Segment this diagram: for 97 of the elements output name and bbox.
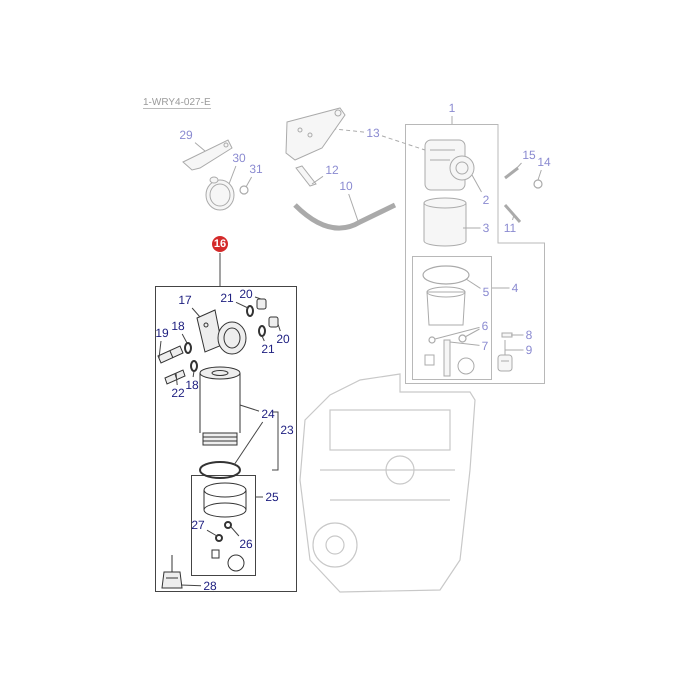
callout-number: 16 (212, 236, 228, 252)
bolt-drawing (294, 164, 318, 188)
ring-drawing (199, 461, 241, 479)
ring-drawing (190, 360, 198, 372)
leader-line (206, 530, 218, 536)
ring-drawing (246, 305, 254, 317)
group-frame (412, 256, 492, 380)
callout-number: 20 (238, 287, 254, 301)
callout-number: 17 (177, 293, 193, 307)
leader-line (192, 370, 194, 378)
callout-number: 12 (324, 163, 340, 177)
ring-drawing (428, 336, 436, 344)
drawing-reference: 1-WRY4-027-E (143, 97, 211, 109)
leader-line (228, 166, 236, 184)
callout-number: 22 (170, 386, 186, 400)
leader-line (176, 372, 178, 386)
ring-drawing (533, 179, 543, 189)
leader-line (234, 422, 264, 466)
leader-line (538, 170, 542, 180)
callout-number: 14 (536, 155, 552, 169)
ring-drawing (458, 334, 467, 343)
leader-line (254, 296, 262, 300)
ring-drawing (239, 185, 249, 195)
leader-line (464, 328, 480, 338)
ring-drawing (224, 521, 232, 529)
ring-drawing (215, 534, 223, 542)
callout-number: 3 (482, 221, 490, 235)
fitting-drawing (163, 367, 187, 386)
callout-number: 23 (279, 423, 295, 437)
leader-line (180, 584, 202, 586)
leader-line (434, 326, 480, 340)
callout-number: 20 (275, 332, 291, 346)
filter-head-drawing (195, 308, 248, 356)
leader-line (256, 496, 264, 498)
callout-number: 25 (264, 490, 280, 504)
clamp-drawing (205, 176, 235, 211)
callout-number: 29 (178, 128, 194, 142)
callout-number: 2 (482, 193, 490, 207)
leader-line (348, 194, 358, 222)
ring-drawing (184, 342, 192, 354)
drain-valve-drawing (160, 553, 184, 590)
callout-number: 21 (260, 342, 276, 356)
callout-number: 5 (482, 285, 490, 299)
callout-number: 7 (480, 339, 490, 353)
callout-number: 11 (502, 221, 518, 235)
drain-valve-drawing (496, 338, 514, 374)
leader-line (236, 302, 248, 308)
leader-line (158, 340, 162, 358)
leader-line (450, 342, 480, 346)
leader-line (510, 334, 524, 336)
callout-number: 24 (260, 407, 276, 421)
plug-drawing (268, 316, 279, 328)
group-frame (191, 475, 256, 576)
leader-line (382, 135, 426, 150)
leader-line (192, 308, 200, 318)
callout-number: 10 (338, 179, 354, 193)
filter-cartridge-drawing (198, 365, 242, 447)
leader-line (262, 336, 265, 342)
callout-number: 31 (248, 162, 264, 176)
fitting-drawing (156, 344, 186, 366)
callout-number: 9 (524, 343, 534, 357)
callout-number: 13 (365, 126, 381, 140)
leader-line (240, 404, 260, 412)
stud-drawing (500, 331, 514, 339)
callout-number: 4 (510, 281, 520, 295)
ring-drawing (422, 265, 470, 285)
callout-number: 26 (238, 537, 254, 551)
callout-number: 28 (202, 579, 218, 593)
leader-line (334, 128, 364, 133)
leader-line (246, 176, 252, 188)
leader-line (194, 142, 206, 152)
plug-drawing (256, 298, 267, 310)
callout-number: 18 (184, 378, 200, 392)
callout-number: 19 (154, 326, 170, 340)
leader-line (472, 174, 482, 192)
callout-number: 8 (524, 328, 534, 342)
callout-number: 18 (170, 319, 186, 333)
leader-line (512, 214, 514, 220)
leader-line (230, 526, 240, 536)
bracket-drawing (181, 138, 235, 172)
leader-line (312, 176, 324, 184)
callout-number: 15 (521, 148, 537, 162)
callout-number: 1 (448, 101, 456, 115)
callout-number: 6 (480, 319, 490, 333)
group-frame (155, 286, 297, 592)
leader-line (182, 334, 188, 344)
stud-drawing (442, 338, 452, 378)
filter-drawing (423, 197, 467, 247)
leader-line (278, 324, 281, 332)
callout-number: 21 (219, 291, 235, 305)
ring-drawing (258, 325, 266, 337)
leader-line (272, 412, 278, 470)
callout-number: 30 (231, 151, 247, 165)
stud-drawing (503, 203, 523, 225)
callout-number: 27 (190, 518, 206, 532)
leader-line (466, 278, 481, 289)
leader-line (514, 162, 522, 170)
